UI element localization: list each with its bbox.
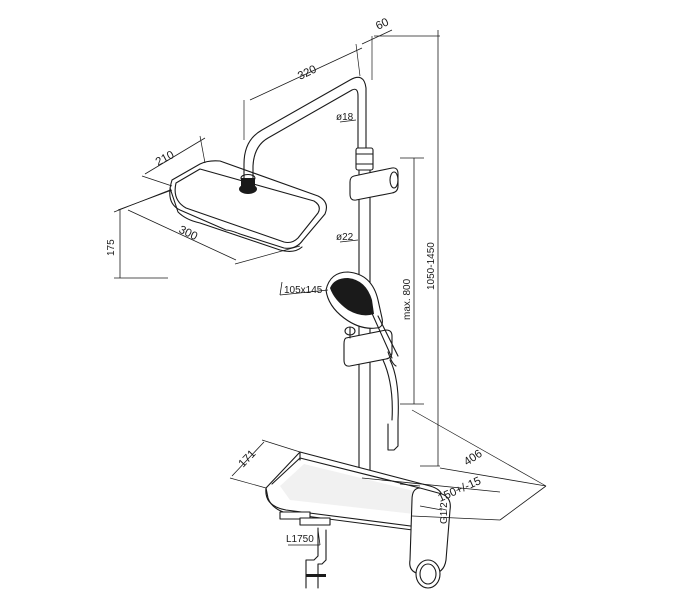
shower-hose (382, 359, 399, 451)
thermostat-shelf (265, 451, 451, 589)
hose-length-label: L1750 (286, 534, 314, 545)
shower-rail (343, 147, 399, 499)
thread-label: G1/2 (439, 502, 450, 524)
arm-offset-label: 60 (374, 16, 391, 32)
head-height-label: 175 (106, 239, 117, 256)
hand-shower-size-label: 105x145 (284, 285, 323, 296)
depth-label: 406 (462, 448, 485, 469)
hand-shower (325, 271, 399, 367)
total-height-label: 1050-1450 (426, 242, 437, 290)
rail-diameter-label: ø22 (336, 232, 354, 243)
arm-diameter-label: ø18 (336, 112, 354, 123)
head-width-label: 210 (154, 149, 177, 169)
shower-arm (243, 76, 367, 179)
head-depth-label: 300 (177, 224, 200, 243)
arm-length-label: 320 (296, 63, 319, 82)
overhead-shower-head (169, 160, 327, 253)
slider-travel-label: max. 800 (402, 278, 413, 320)
